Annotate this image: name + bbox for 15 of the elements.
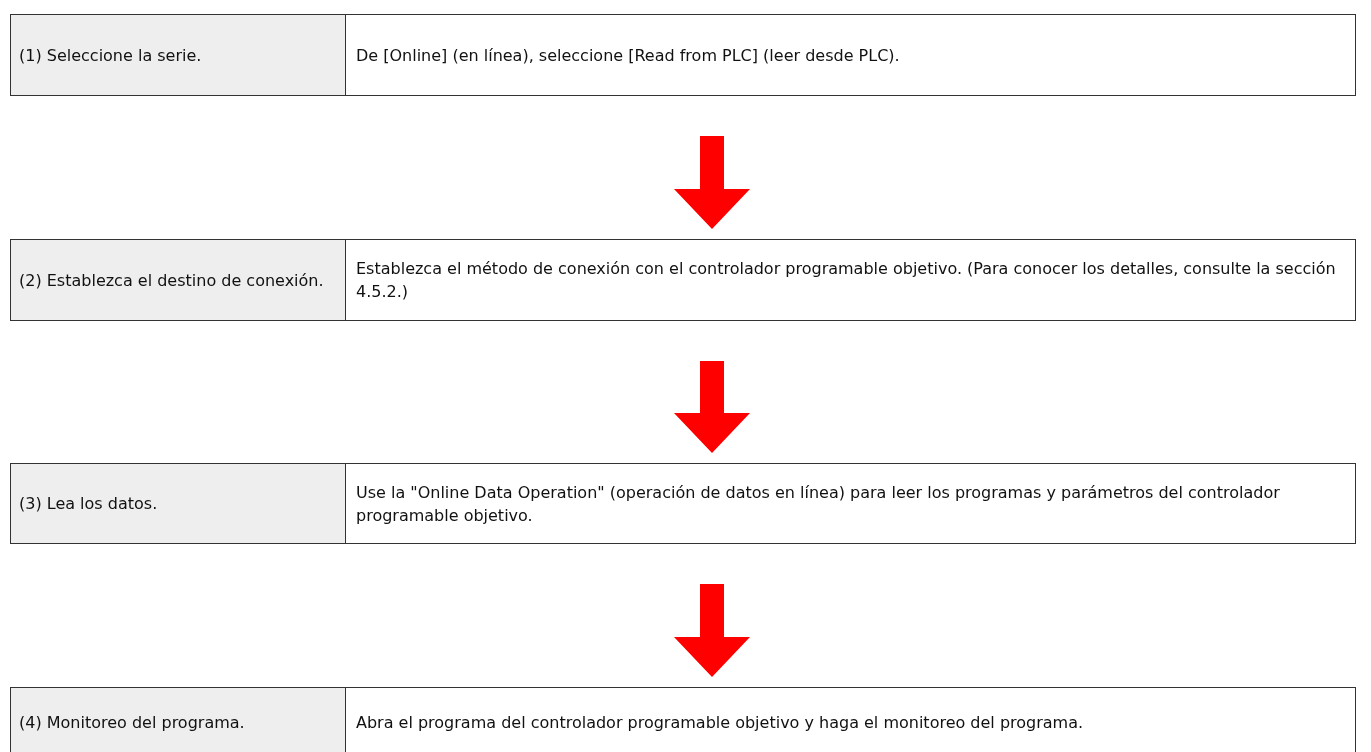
step-heading: (3) Lea los datos. — [19, 493, 158, 515]
step-row — [10, 463, 1356, 544]
step-description: Establezca el método de conexión con el controlador programable objetivo. (Para conocer los detalles, consulte la sección 4.5.2.) — [356, 258, 1337, 303]
step-heading: (4) Monitoreo del programa. — [19, 711, 245, 734]
step-description: Use la "Online Data Operation" (operación de datos en línea) para leer los programas y parámetros del controlador programable objetivo. — [356, 481, 1281, 527]
step-row — [10, 687, 1356, 752]
step-description: De [Online] (en línea), seleccione [Read from PLC] (leer desde PLC). — [356, 44, 900, 67]
step-row — [10, 239, 1356, 321]
down-arrow — [674, 136, 750, 229]
down-arrow — [674, 361, 750, 453]
down-arrow — [674, 584, 750, 677]
step-heading: (1) Seleccione la serie. — [19, 44, 202, 67]
step-row — [10, 14, 1356, 96]
step-description: Abra el programa del controlador programable objetivo y haga el monitoreo del programa. — [356, 711, 1084, 734]
step-heading: (2) Establezca el destino de conexión. — [19, 269, 324, 292]
